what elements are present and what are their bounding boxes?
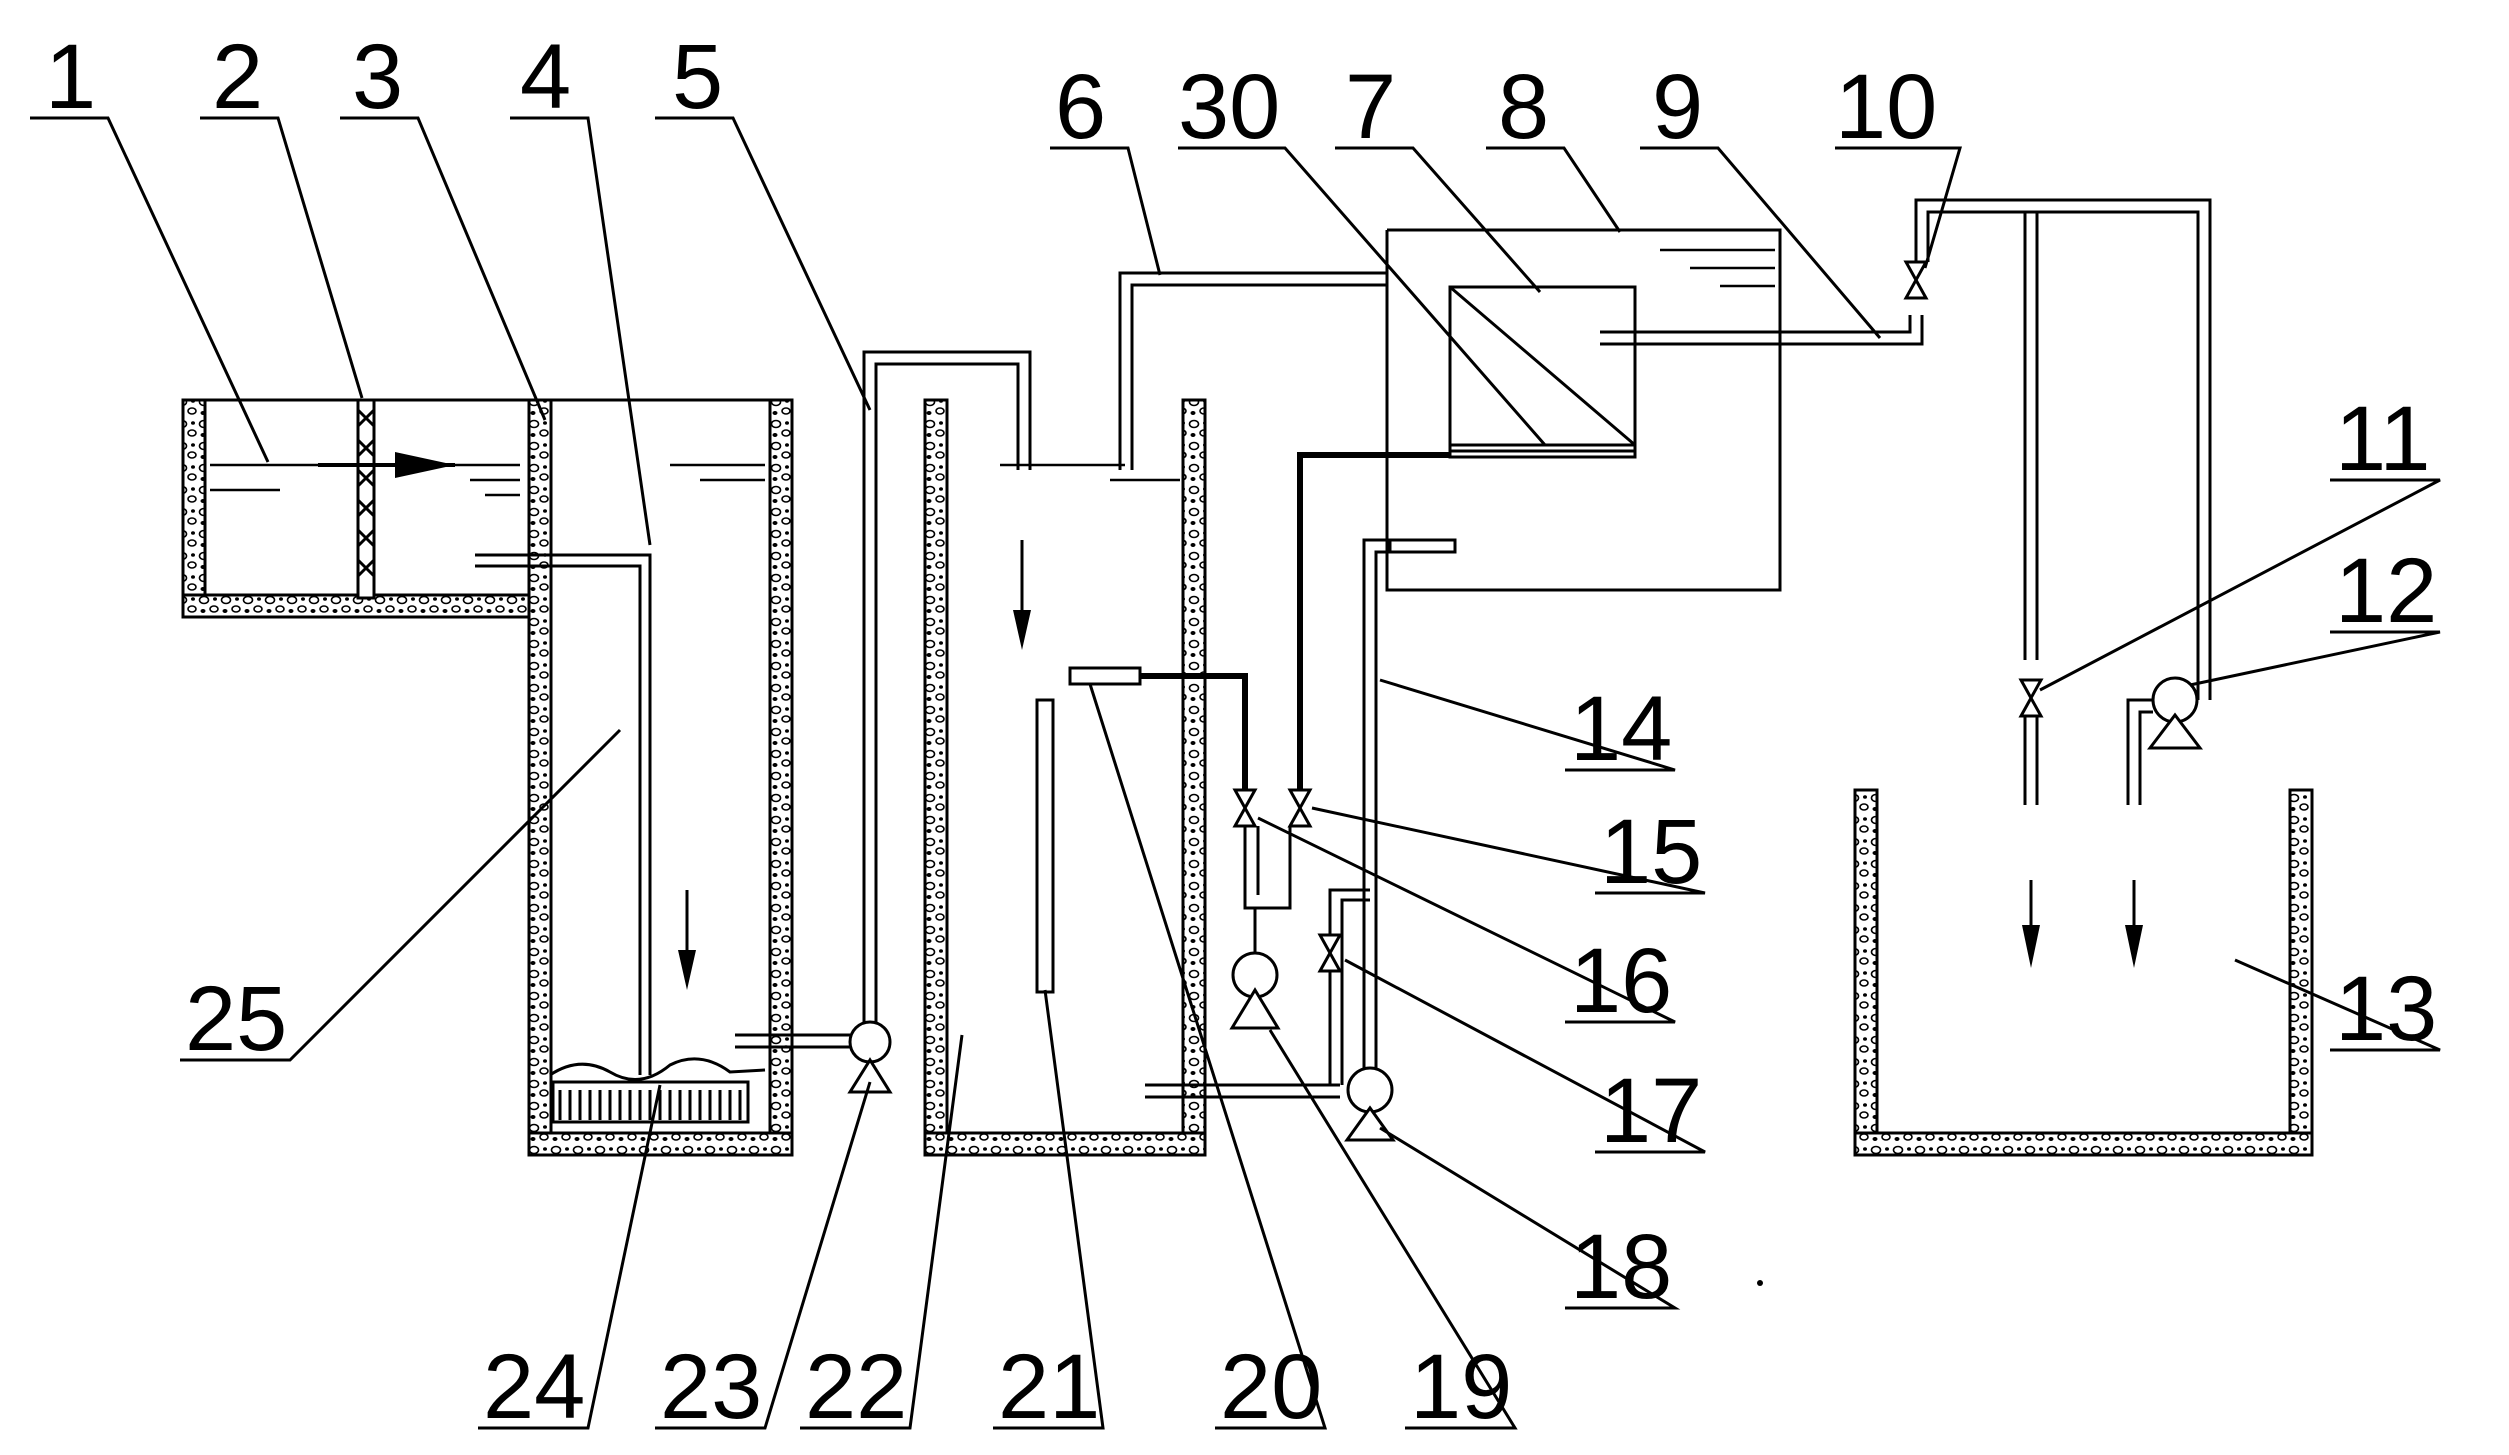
- valve-16: [1232, 788, 1292, 910]
- label-8: 8: [1498, 56, 1549, 158]
- label-25: 25: [185, 968, 287, 1070]
- label-4: 4: [520, 26, 571, 128]
- label-30: 30: [1178, 56, 1280, 158]
- label-21: 21: [998, 1336, 1100, 1438]
- label-15: 15: [1600, 801, 1702, 903]
- valve-10: [1903, 198, 2212, 700]
- label-20: 20: [1220, 1336, 1322, 1438]
- inlet-channel: [181, 398, 531, 619]
- pump-18: [1344, 538, 1457, 1142]
- label-10: 10: [1835, 56, 1937, 158]
- clean-water-tank-8: [1385, 228, 1782, 592]
- label-9: 9: [1652, 56, 1703, 158]
- lift-pump-23: [847, 350, 1032, 1094]
- label-16: 16: [1570, 930, 1672, 1032]
- membrane-unit-7: [1448, 285, 1924, 459]
- pump-19: [1229, 908, 1281, 1030]
- label-13: 13: [2335, 958, 2437, 1060]
- label-17: 17: [1600, 1060, 1702, 1162]
- label-18: 18: [1570, 1216, 1672, 1318]
- leader-lines: [30, 116, 2441, 1430]
- label-6: 6: [1055, 56, 1106, 158]
- label-14: 14: [1570, 678, 1672, 780]
- label-24: 24: [483, 1336, 585, 1438]
- label-19: 19: [1410, 1336, 1512, 1438]
- label-22: 22: [805, 1336, 907, 1438]
- label-11: 11: [2335, 388, 2431, 490]
- label-7: 7: [1345, 56, 1396, 158]
- stray-dot: [1757, 1280, 1763, 1286]
- valve-17: [1317, 888, 1370, 1085]
- label-2: 2: [212, 26, 263, 128]
- pump-12: [2126, 676, 2204, 805]
- label-3: 3: [352, 26, 403, 128]
- part-labels: 1 2 3 4 5 6 30 7 8 9 10 11 12 13 14 15 1…: [45, 26, 2437, 1438]
- label-23: 23: [660, 1336, 762, 1438]
- reactor-tank: [923, 271, 1387, 1157]
- valve-11: [2018, 678, 2044, 805]
- valve-15: [1287, 452, 1450, 828]
- label-1: 1: [45, 26, 96, 128]
- regulating-tank: [205, 398, 850, 1157]
- storage-tank-13: [1853, 788, 2314, 1157]
- label-12: 12: [2335, 540, 2437, 642]
- label-5: 5: [672, 26, 723, 128]
